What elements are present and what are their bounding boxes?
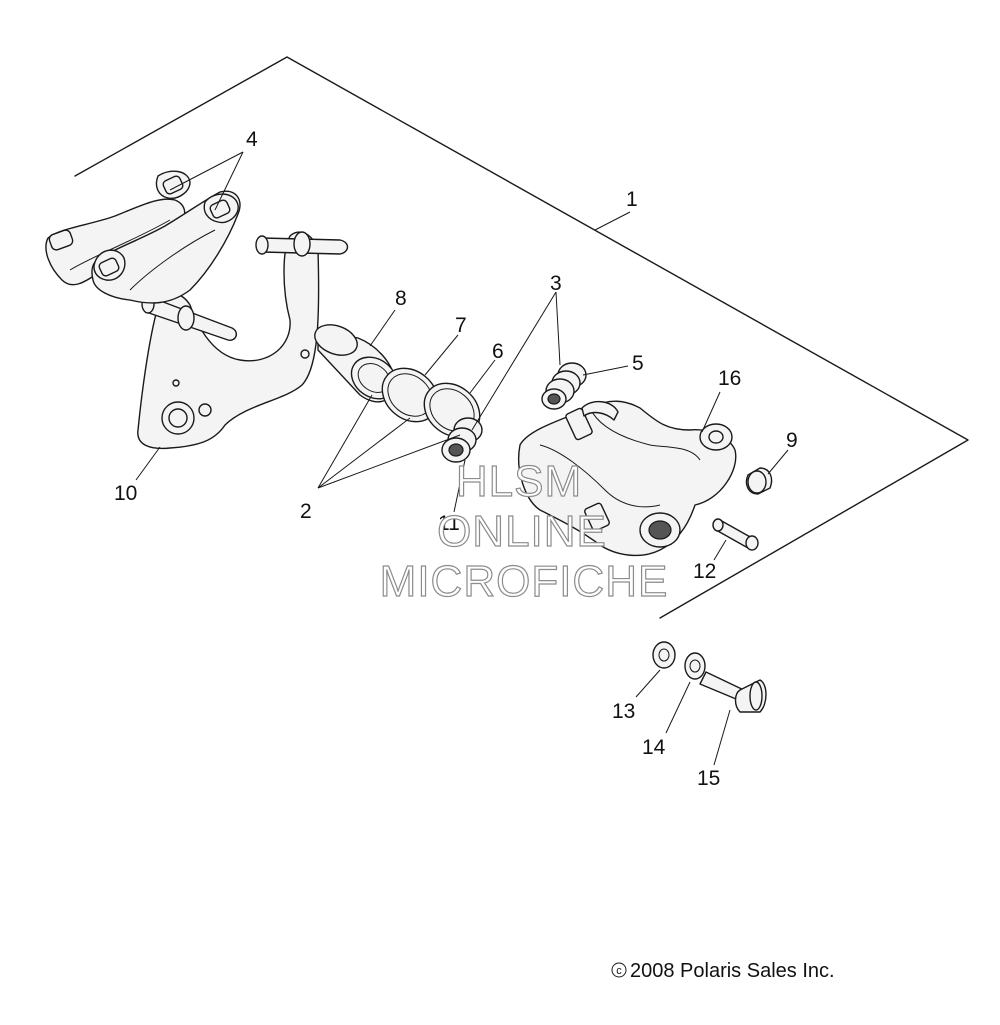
bolt-15: [699, 671, 767, 713]
callout-2: 2: [300, 500, 312, 523]
brake-pad-outer: [91, 170, 241, 304]
watermark-line-1: HLSM: [456, 457, 582, 506]
callout-9: 9: [786, 429, 798, 452]
slide-pin: [712, 518, 759, 551]
callout-15: 15: [697, 767, 720, 790]
assembly-outline: [74, 56, 969, 619]
caliper-body: [518, 400, 737, 557]
callout-7: 7: [455, 314, 467, 337]
callout-4: 4: [246, 128, 258, 151]
watermark-line-3: MICROFICHE: [380, 557, 669, 606]
callout-labels: 1 2 3 4 5 6 7 8 9 10 11 12 13 14 15 16: [114, 128, 798, 790]
callout-3: 3: [550, 272, 562, 295]
leader-lines: [135, 151, 789, 766]
copyright-notice: c 2008 Polaris Sales Inc.: [611, 960, 835, 982]
callout-8: 8: [395, 287, 407, 310]
callout-1: 1: [626, 188, 638, 211]
callout-13: 13: [612, 700, 635, 723]
callout-14: 14: [642, 736, 666, 759]
copyright-text: 2008 Polaris Sales Inc.: [630, 960, 835, 982]
copyright-icon: [611, 962, 627, 978]
callout-10: 10: [114, 482, 137, 505]
boot-upper: [541, 362, 587, 410]
piston: [314, 324, 398, 403]
callout-16: 16: [718, 367, 741, 390]
callout-12: 12: [693, 560, 716, 583]
callout-6: 6: [492, 340, 504, 363]
washer-13: [652, 641, 676, 669]
bleed-nut: [745, 467, 773, 495]
callout-5: 5: [632, 352, 644, 375]
callout-11: 11: [438, 512, 460, 535]
caliper-bracket: [137, 231, 320, 450]
washer-14: [684, 652, 706, 680]
brake-pad-inner: [45, 198, 186, 286]
copyright-symbol: c: [616, 965, 622, 977]
watermark-line-2: ONLINE: [437, 507, 607, 556]
watermark: HLSM ONLINE MICROFICHE: [379, 456, 669, 606]
